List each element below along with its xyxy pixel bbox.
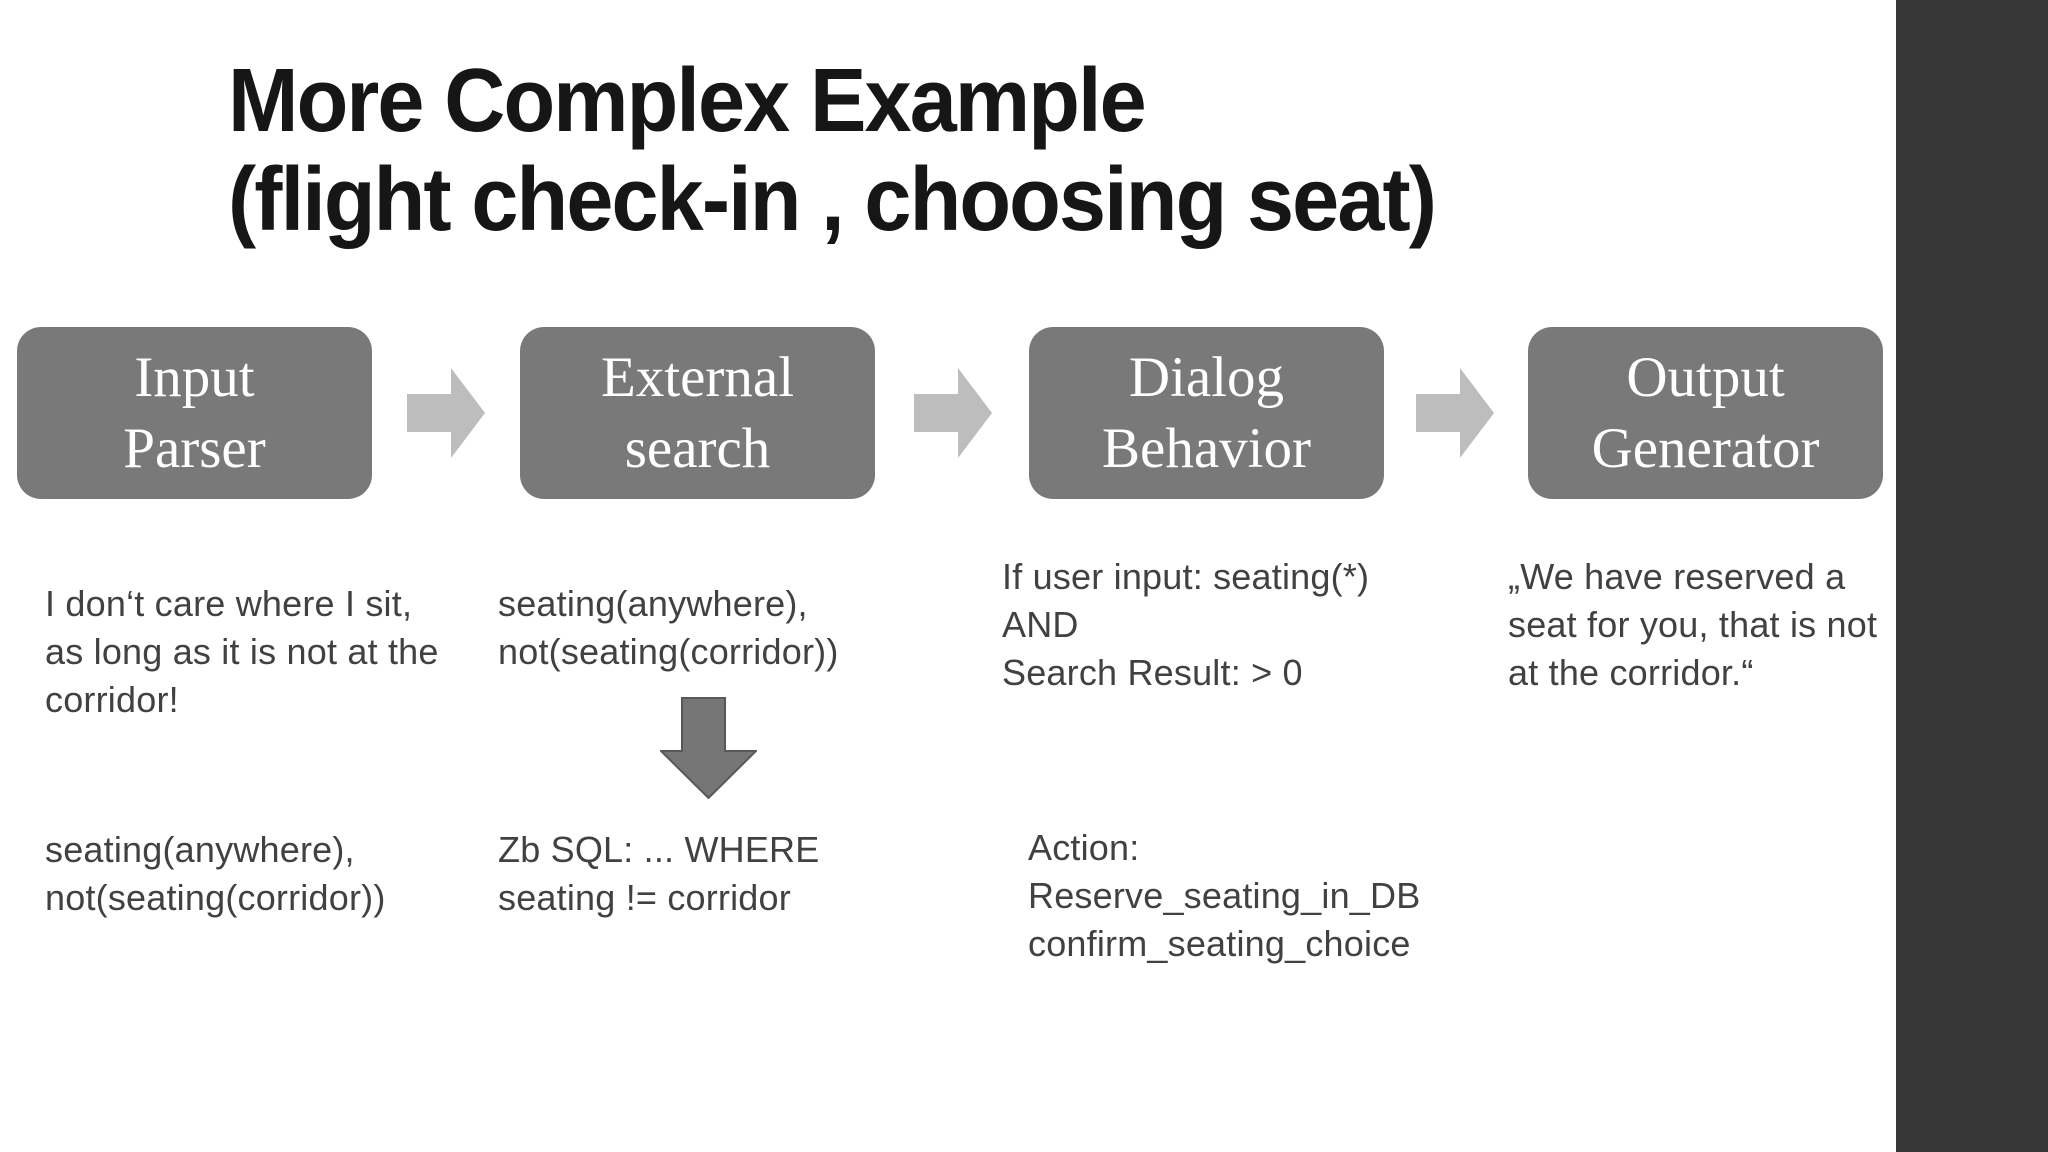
- note-line: as long as it is not at the: [45, 631, 439, 672]
- note-line: Zb SQL: ... WHERE: [498, 829, 820, 870]
- pipeline-box-label: Behavior: [1102, 417, 1311, 480]
- note-line: seating != corridor: [498, 877, 791, 918]
- pipeline-box-output-generator: Output Generator: [1528, 327, 1883, 499]
- note-line: not(seating(corridor)): [498, 631, 839, 672]
- note-line: AND: [1002, 604, 1079, 645]
- note-external-search-input: seating(anywhere), not(seating(corridor)…: [498, 580, 839, 676]
- note-dialog-condition: If user input: seating(*) AND Search Res…: [1002, 553, 1369, 697]
- slide-title: More Complex Example (flight check-in , …: [228, 51, 1437, 250]
- right-arrow-icon: [407, 368, 485, 458]
- pipeline-box-external-search: External search: [520, 327, 875, 499]
- note-line: at the corridor.“: [1508, 652, 1754, 693]
- note-line: seating(anywhere),: [45, 829, 355, 870]
- note-input-user-utterance: I don‘t care where I sit, as long as it …: [45, 580, 439, 724]
- pipeline-box-label: External: [600, 346, 795, 409]
- note-line: Action:: [1028, 827, 1140, 868]
- right-arrow-icon: [1416, 368, 1494, 458]
- slide-title-line1: More Complex Example: [228, 51, 1147, 151]
- note-input-parse-result: seating(anywhere), not(seating(corridor)…: [45, 826, 386, 922]
- note-line: seat for you, that is not: [1508, 604, 1878, 645]
- note-line: corridor!: [45, 679, 179, 720]
- note-line: Search Result: > 0: [1002, 652, 1303, 693]
- note-line: Reserve_seating_in_DB: [1028, 875, 1421, 916]
- pipeline-box-label: Generator: [1591, 417, 1820, 480]
- note-line: „We have reserved a: [1508, 556, 1846, 597]
- slide-title-line2: (flight check-in , choosing seat): [228, 150, 1437, 250]
- down-arrow-icon: [660, 697, 757, 799]
- note-line: I don‘t care where I sit,: [45, 583, 413, 624]
- pipeline-box-label: Parser: [123, 417, 266, 480]
- pipeline-box-label: search: [624, 417, 771, 480]
- note-line: not(seating(corridor)): [45, 877, 386, 918]
- pipeline-box-label: Output: [1626, 346, 1785, 409]
- note-line: If user input: seating(*): [1002, 556, 1370, 597]
- note-external-search-query: Zb SQL: ... WHERE seating != corridor: [498, 826, 819, 922]
- note-line: seating(anywhere),: [498, 583, 808, 624]
- right-letterbox-bar: [1896, 0, 2048, 1152]
- right-arrow-icon: [914, 368, 992, 458]
- pipeline-box-input-parser: Input Parser: [17, 327, 372, 499]
- pipeline-box-label: Dialog: [1128, 346, 1285, 409]
- pipeline-box-label: Input: [134, 346, 255, 409]
- pipeline-box-dialog-behavior: Dialog Behavior: [1029, 327, 1384, 499]
- note-output-utterance: „We have reserved a seat for you, that i…: [1508, 553, 1877, 697]
- note-dialog-action: Action: Reserve_seating_in_DB confirm_se…: [1028, 824, 1420, 968]
- note-line: confirm_seating_choice: [1028, 923, 1411, 964]
